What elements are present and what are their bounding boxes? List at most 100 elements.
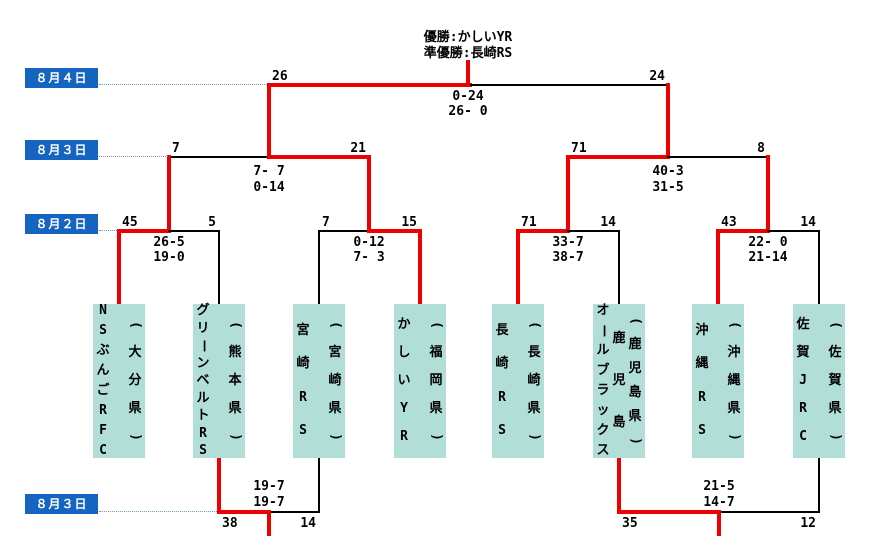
team-name-column: オールブラックス — [595, 304, 611, 458]
score-label: 7 — [322, 215, 330, 230]
winner-path-line — [117, 229, 121, 306]
runner-up-label: 準優勝:長崎RS — [423, 46, 513, 61]
score-label: 12 — [800, 516, 816, 531]
score-label: 71 — [571, 141, 587, 156]
team-text-char: ッ — [596, 403, 610, 418]
score-label: 26 — [272, 69, 288, 84]
team-text-char: 本 — [228, 373, 242, 388]
half-score-label: 26-5 — [153, 235, 185, 250]
winner-path-line — [267, 510, 271, 536]
team-text-char: グ — [196, 303, 210, 318]
team-text-char: ) — [428, 433, 444, 441]
team-text-char: い — [397, 373, 411, 388]
winner-path-line — [766, 155, 770, 233]
team-text-char: 県 — [828, 401, 842, 416]
half-score-label: 0-14 — [253, 180, 285, 195]
team-text-char: か — [397, 317, 411, 332]
score-label: 14 — [600, 215, 616, 230]
date-label: ８月４日 — [25, 68, 98, 88]
bracket-line — [818, 230, 820, 305]
score-label: 5 — [208, 215, 216, 230]
bracket-line — [618, 230, 620, 305]
winner-path-line — [167, 155, 171, 233]
bracket-line — [767, 230, 820, 232]
date-leader-line — [99, 156, 168, 157]
team-text-char: ベ — [196, 373, 210, 388]
date-label: ８月３日 — [25, 494, 98, 514]
team-text-char: R — [299, 389, 307, 405]
team-text-char: S — [99, 323, 107, 338]
score-label: 21 — [350, 141, 366, 156]
team-text-char: ( — [726, 321, 742, 329]
winner-path-line — [566, 155, 670, 159]
winner-path-line — [566, 155, 570, 233]
half-score-label: 14-7 — [703, 495, 735, 510]
team-text-char: 長 — [527, 345, 541, 360]
bracket-line — [718, 511, 820, 513]
team-text-char: ぶ — [96, 343, 110, 358]
team-text-char: ク — [596, 423, 610, 438]
team-text-char: ) — [526, 433, 542, 441]
score-label: 38 — [222, 516, 238, 531]
half-score-label: 22- 0 — [748, 235, 788, 250]
date-label: ８月２日 — [25, 214, 98, 234]
team-text-char: 熊 — [228, 345, 242, 360]
team-text-char: 縄 — [695, 356, 709, 372]
team-text-char: 崎 — [296, 356, 310, 372]
team-text-char: ) — [227, 433, 243, 441]
team-text-char: Y — [400, 401, 408, 416]
winner-path-line — [267, 83, 271, 159]
score-label: 8 — [757, 141, 765, 156]
winner-path-line — [418, 229, 422, 306]
team-text-char: ( — [526, 321, 542, 329]
team-text-char: ) — [127, 433, 143, 441]
team-text-char: 島 — [628, 385, 642, 400]
team-text-char: 鹿 — [628, 337, 642, 352]
score-label: 15 — [401, 215, 417, 230]
team-prefecture-column: (福岡県) — [428, 304, 444, 458]
team-text-char: ) — [327, 433, 343, 441]
score-label: 43 — [721, 215, 737, 230]
team-text-char: R — [698, 389, 706, 405]
team-text-char: R — [498, 389, 506, 405]
winner-path-line — [617, 510, 721, 514]
team-text-char: S — [199, 443, 207, 458]
bracket-line — [168, 230, 220, 232]
winner-path-line — [516, 229, 520, 306]
team-text-char: C — [799, 429, 807, 444]
team-text-char: ス — [596, 443, 610, 458]
team-text-char: ブ — [596, 363, 610, 378]
team-text-char: 崎 — [495, 356, 509, 372]
team-text-char: 県 — [228, 401, 242, 416]
team-text-char: ) — [627, 437, 643, 445]
winner-path-line — [666, 83, 670, 159]
team-text-char: R — [199, 425, 207, 441]
team-prefecture-column: (長崎県) — [526, 304, 542, 458]
team-text-char: ン — [196, 355, 210, 371]
team-text-char: オ — [596, 303, 610, 318]
champion-label: 優勝:かしいYR — [423, 30, 513, 45]
team-text-char: J — [799, 373, 807, 388]
team-text-char: C — [99, 443, 107, 458]
team-prefecture-column: (大分県) — [127, 304, 143, 458]
score-label: 24 — [649, 69, 665, 84]
team-text-char: R — [400, 429, 408, 444]
team-text-char: 賀 — [796, 345, 810, 360]
team-text-char: 宮 — [328, 345, 342, 360]
winner-path-line — [117, 229, 171, 233]
score-label: 71 — [521, 215, 537, 230]
team-text-char: ) — [726, 433, 742, 441]
score-label: 45 — [122, 215, 138, 230]
half-score-label: 19-7 — [253, 495, 285, 510]
date-leader-line — [99, 511, 217, 512]
team-text-char: S — [299, 423, 307, 439]
